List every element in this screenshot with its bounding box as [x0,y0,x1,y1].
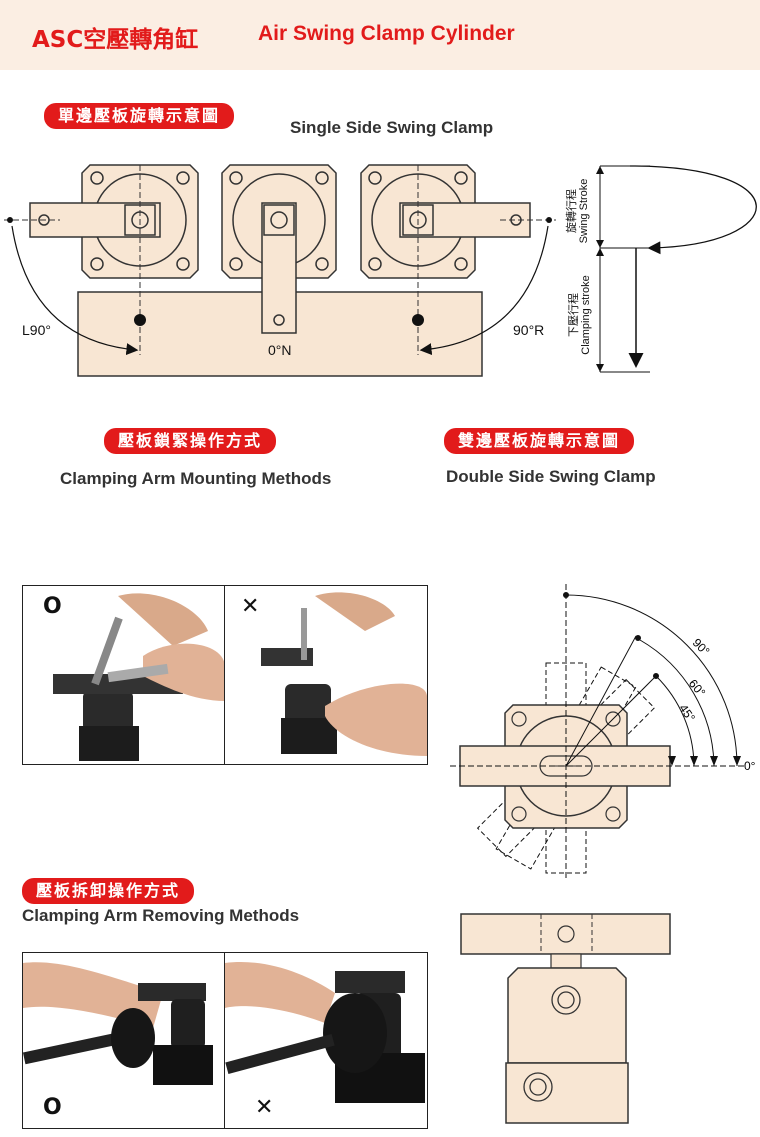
single-side-title: Single Side Swing Clamp [290,118,494,137]
label-left-90: L90° [22,322,51,338]
removing-title: Clamping Arm Removing Methods [22,906,300,925]
label-right-90: 90°R [513,322,545,338]
ng-symbol-remove: ✕ [255,1095,274,1120]
header-band: ASC空壓轉角缸 Air Swing Clamp Cylinder [0,0,760,70]
mounting-photo-correct: O [22,585,226,765]
single-side-pill: 單邊壓板旋轉示意圖 [44,103,235,129]
double-side-diagram [450,584,745,880]
mounting-title: Clamping Arm Mounting Methods [60,469,332,488]
removing-pill: 壓板拆卸操作方式 [22,878,195,904]
label-center-0: 0°N [268,342,292,358]
removing-photo-wrong: ✕ [224,952,428,1129]
angle-0-label: 0° [744,759,756,773]
double-side-pill: 雙邊壓板旋轉示意圖 [444,428,635,454]
ok-symbol-remove: O [43,1095,62,1120]
swing-stroke-label: 旋轉行程 Swing Stroke [565,178,590,244]
clamping-stroke-label: 下壓行程 Clamping stroke [567,275,592,355]
side-base [505,1062,629,1124]
side-view-diagram [460,913,671,1124]
clamp-center [221,164,337,334]
removing-photo-correct: O [22,952,226,1129]
mounting-photo-wrong: ✕ [224,585,428,765]
mounting-pill: 壓板鎖緊操作方式 [104,428,277,454]
clamp-left [29,164,199,279]
clamp-right [360,164,531,279]
ng-symbol: ✕ [241,594,260,619]
title-english: Air Swing Clamp Cylinder [258,22,515,45]
single-side-diagram [4,164,757,377]
ok-symbol: O [43,594,62,619]
side-body [507,967,627,1064]
double-side-title: Double Side Swing Clamp [446,467,656,486]
title-chinese: ASC空壓轉角缸 [32,27,199,53]
